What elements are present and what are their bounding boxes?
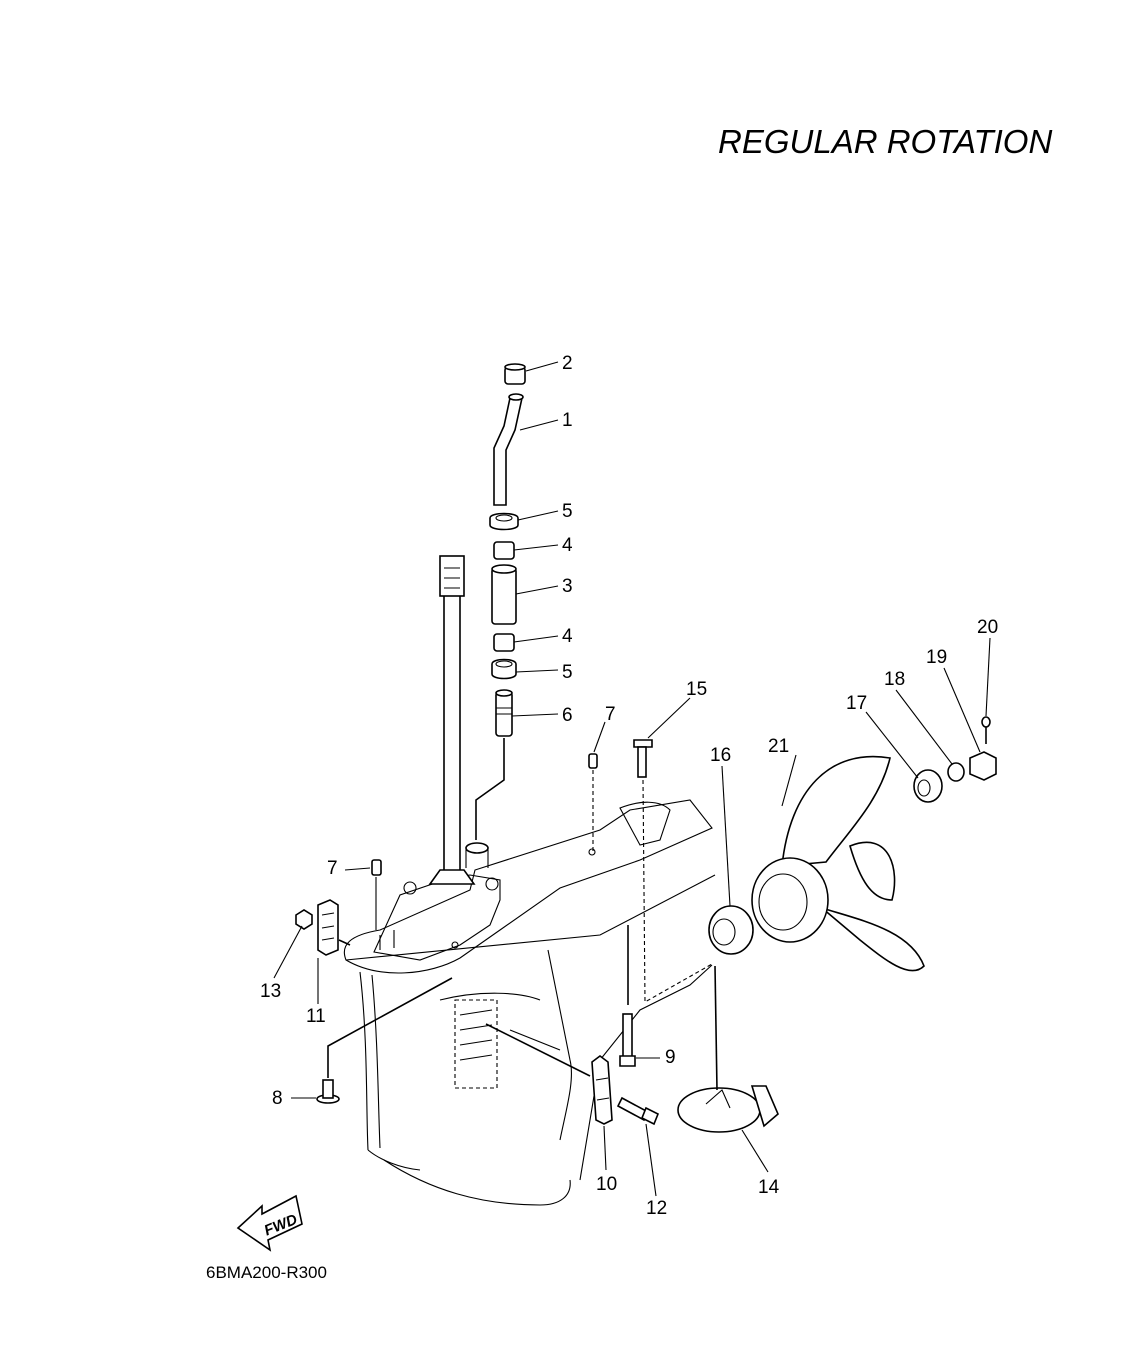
part-10-anode [591, 1055, 613, 1125]
diagram-code: 6BMA200-R300 [206, 1263, 327, 1282]
part-1-water-tube [493, 393, 524, 506]
diagram-title: REGULAR ROTATION [718, 123, 1052, 160]
callout-13: 13 [260, 981, 281, 1002]
callout-20: 20 [977, 617, 998, 638]
part-21-propeller [751, 755, 925, 972]
callout-7-right: 7 [605, 704, 616, 725]
part-17-thrust-washer [913, 769, 943, 803]
part-6-water-pipe [495, 689, 513, 737]
part-7-dowel-pin-right [588, 753, 598, 769]
part-15-bolt [633, 739, 653, 778]
part-5-seal-lower [491, 658, 517, 680]
part-16-spacer [708, 905, 754, 955]
part-20-cotter-pin [981, 716, 991, 744]
callout-2: 2 [562, 353, 573, 374]
part-8-bolt [316, 1079, 340, 1104]
callout-labels: 1 2 3 4 4 5 5 6 7 7 8 9 10 11 12 13 14 1… [260, 353, 998, 1219]
callout-21: 21 [768, 736, 789, 757]
callout-leaders [273, 361, 991, 1197]
callout-3: 3 [562, 576, 573, 597]
callout-4-upper: 4 [562, 535, 573, 556]
callout-18: 18 [884, 669, 905, 690]
callout-14: 14 [758, 1177, 780, 1198]
callout-11: 11 [306, 1006, 326, 1027]
callout-5-upper: 5 [562, 501, 573, 522]
callout-8: 8 [272, 1088, 283, 1109]
drive-shaft [428, 555, 476, 885]
callout-1: 1 [562, 410, 573, 431]
part-14-trim-tab [677, 1085, 779, 1133]
part-13-nut [295, 909, 313, 930]
callout-5-lower: 5 [562, 662, 573, 683]
callout-10: 10 [596, 1174, 617, 1195]
part-19-propeller-nut [969, 751, 997, 781]
callout-12: 12 [646, 1198, 667, 1219]
part-3-collar [491, 564, 517, 625]
part-5-seal-upper [489, 512, 519, 531]
part-11-anode [317, 899, 339, 956]
callout-19: 19 [926, 647, 947, 668]
part-2-grommet [504, 363, 526, 385]
callout-16: 16 [710, 745, 731, 766]
part-12-bolt [616, 1096, 660, 1126]
callout-7-left: 7 [327, 858, 338, 879]
callout-4-lower: 4 [562, 626, 573, 647]
callout-17: 17 [846, 693, 867, 714]
part-4-bush-lower [493, 633, 515, 652]
part-9-bolt [619, 1013, 636, 1067]
callout-9: 9 [665, 1047, 676, 1068]
lower-casing-housing [343, 799, 716, 1206]
part-4-bush-upper [493, 541, 515, 560]
callout-6: 6 [562, 705, 573, 726]
part-18-washer [947, 762, 965, 782]
part-7-dowel-pin-left [371, 859, 382, 876]
callout-15: 15 [686, 679, 707, 700]
forward-arrow-icon: FWD [236, 1194, 303, 1252]
